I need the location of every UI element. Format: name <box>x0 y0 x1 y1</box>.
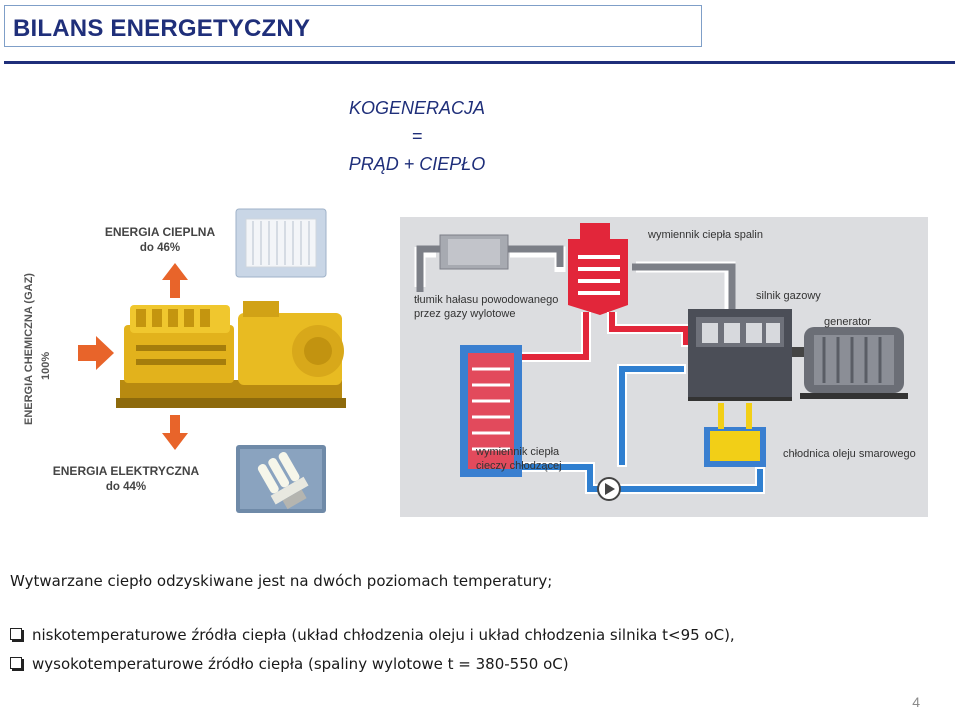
title-box: BILANS ENERGETYCZNY <box>4 5 702 47</box>
energy-balance-figure: ENERGIA CHEMICZNA (GAZ) 100% ENERGIA CIE… <box>23 208 346 513</box>
radiator-icon <box>235 208 327 278</box>
heat-label: ENERGIA CIEPLNA <box>105 225 216 239</box>
chemical-energy-label: ENERGIA CHEMICZNA (GAZ) 100% <box>23 273 52 425</box>
pump-icon <box>597 477 621 501</box>
silencer-icon <box>439 234 509 270</box>
generator-set-image <box>116 301 346 408</box>
coolant-heat-exchanger-icon <box>460 345 522 477</box>
exhaust-heat-exchanger-icon <box>568 223 628 315</box>
generator-label: generator <box>824 316 871 328</box>
chp-schematic-figure: wymiennik ciepła spalin tłumik hałasu po… <box>400 217 928 517</box>
oil-cooler-icon <box>704 403 766 467</box>
checkbox-bullet-icon <box>10 657 22 669</box>
formula-line-2: = <box>411 126 423 146</box>
cold-water-line <box>522 366 763 492</box>
title-divider <box>4 61 955 64</box>
page-number: 4 <box>912 694 920 710</box>
chemical-input-arrow-icon <box>78 336 114 370</box>
coolant-exchanger-label-line2: cieczy chłodzącej <box>476 460 562 472</box>
oil-cooler-label: chłodnica oleju smarowego <box>783 448 916 460</box>
coolant-exchanger-label-line1: wymiennik ciepła <box>475 446 560 458</box>
bullet-item: niskotemperaturowe źródła ciepła (układ … <box>10 626 735 644</box>
electric-value: do 44% <box>106 481 146 493</box>
silencer-label-line2: przez gazy wylotowe <box>414 308 516 320</box>
exhaust-duct-line <box>416 245 736 315</box>
slide-title: BILANS ENERGETYCZNY <box>13 15 311 42</box>
cogeneration-formula: KOGENERACJA = PRĄD + CIEPŁO <box>310 94 524 178</box>
heat-arrow-icon <box>162 263 188 298</box>
electric-arrow-icon <box>162 415 188 450</box>
bullet-item: wysokotemperaturowe źródło ciepła (spali… <box>10 655 569 673</box>
chem-label: ENERGIA CHEMICZNA (GAZ) <box>23 273 35 425</box>
hot-water-line <box>522 312 689 360</box>
gas-engine-label: silnik gazowy <box>756 290 821 302</box>
intro-text: Wytwarzane ciepło odzyskiwane jest na dw… <box>10 572 553 590</box>
formula-line-1: KOGENERACJA <box>348 98 486 118</box>
bullet-text: wysokotemperaturowe źródło ciepła (spali… <box>32 655 569 673</box>
light-bulb-icon <box>236 445 326 513</box>
bullet-text: niskotemperaturowe źródła ciepła (układ … <box>32 626 735 644</box>
electric-label: ENERGIA ELEKTRYCZNA <box>53 464 200 478</box>
exhaust-exchanger-label: wymiennik ciepła spalin <box>647 229 763 241</box>
formula-line-3: PRĄD + CIEPŁO <box>348 154 486 174</box>
gas-engine-icon <box>688 309 792 401</box>
silencer-label-line1: tłumik hałasu powodowanego <box>414 294 558 306</box>
checkbox-bullet-icon <box>10 628 22 640</box>
generator-icon <box>792 327 908 399</box>
heat-value: do 46% <box>140 242 180 254</box>
chem-value: 100% <box>40 352 52 380</box>
